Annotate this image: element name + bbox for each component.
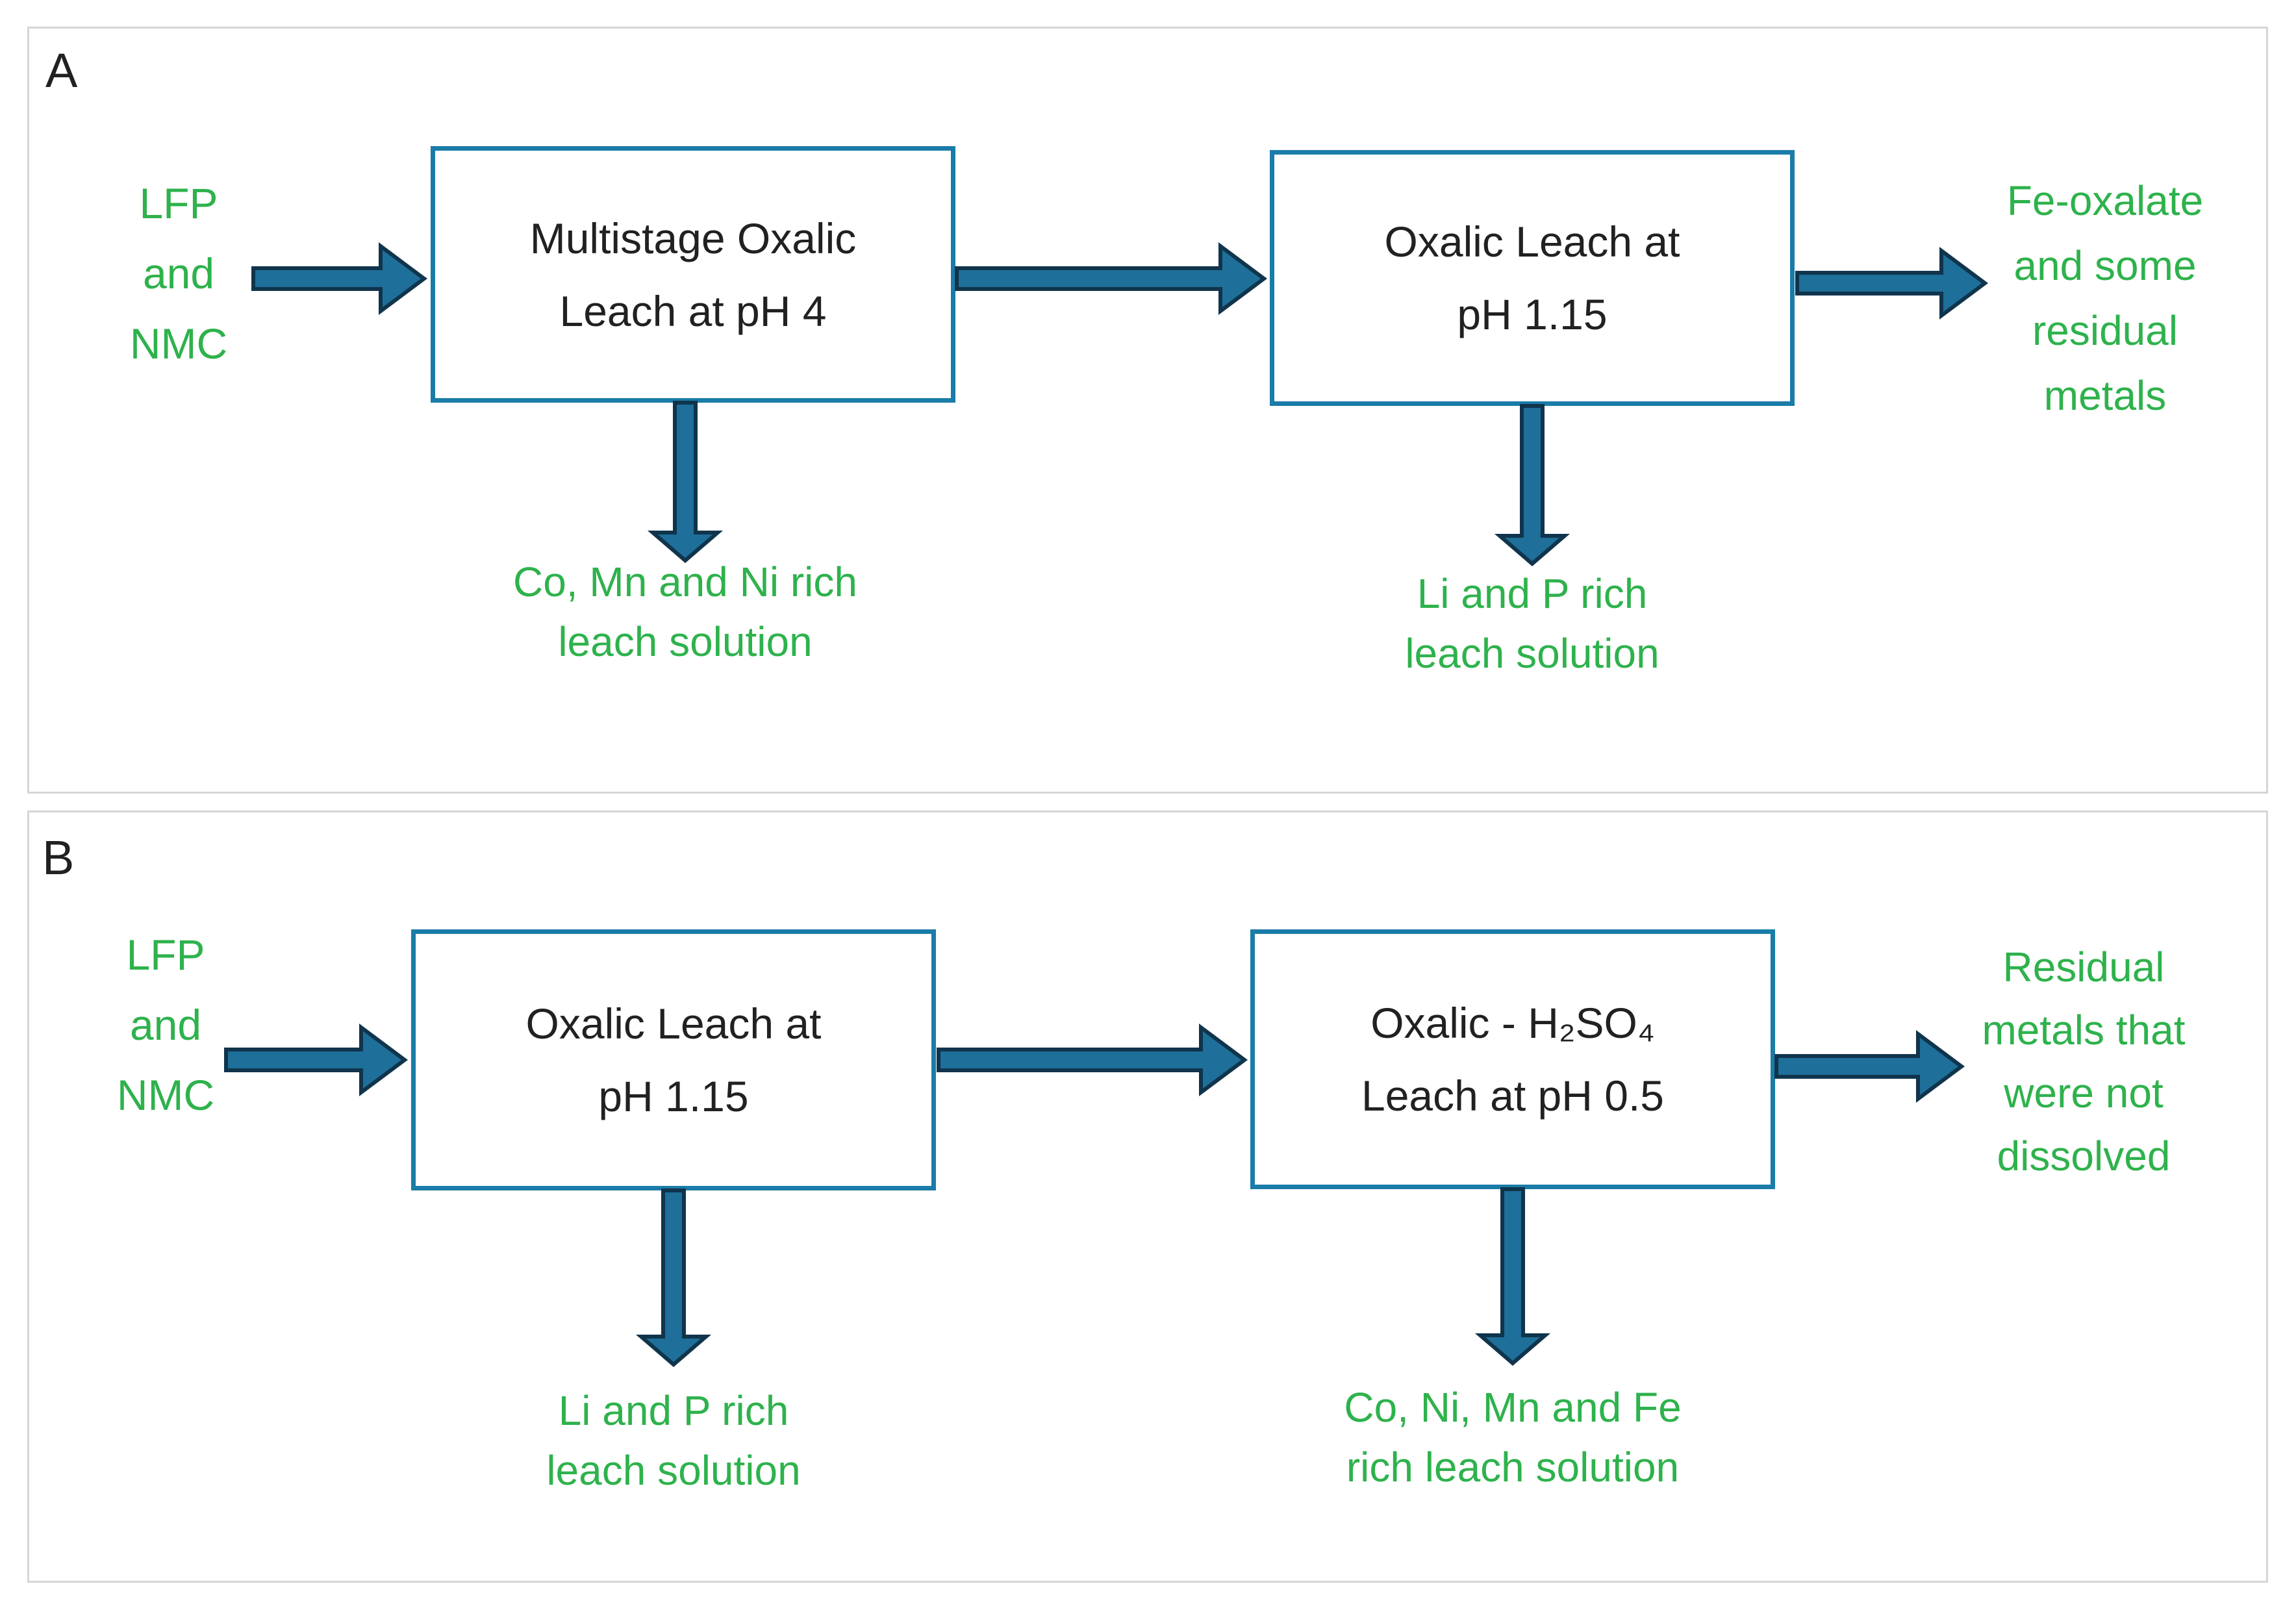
panel-b-feed-label: LFP and NMC bbox=[116, 931, 215, 1119]
panel-b-label: B bbox=[42, 831, 75, 885]
panel-a-box1-product-label: Co, Mn and Ni rich leach solution bbox=[513, 559, 857, 665]
panel-a-process-box-2: Oxalic Leach at pH 1.15 bbox=[1270, 150, 1795, 406]
panel-a-process-box-1: Multistage Oxalic Leach at pH 4 bbox=[431, 146, 955, 403]
panel-b-box1-product-label: Li and P rich leach solution bbox=[546, 1387, 801, 1494]
arrow-right-icon bbox=[955, 242, 1268, 315]
panel-b-box2-product-label: Co, Ni, Mn and Fe rich leach solution bbox=[1344, 1384, 1682, 1491]
panel-a-label: A bbox=[45, 44, 78, 97]
panel-b-process-box-2: Oxalic - H₂SO₄ Leach at pH 0.5 bbox=[1250, 929, 1775, 1189]
panel-b-output-label: Residual metals that were not dissolved bbox=[1982, 944, 2186, 1179]
panel-a-output-label: Fe-oxalate and some residual metals bbox=[2006, 177, 2204, 419]
panel-b: B LFP and NMC Oxalic Leach at pH 1.15 Ox… bbox=[27, 811, 2268, 1583]
panel-a-process-box-1-label: Multistage Oxalic Leach at pH 4 bbox=[529, 214, 857, 335]
arrow-right-icon bbox=[1795, 247, 1989, 320]
panel-b-process-box-2-label: Oxalic - H₂SO₄ Leach at pH 0.5 bbox=[1361, 999, 1664, 1120]
panel-a: A LFP and NMC Multistage Oxalic Leach at… bbox=[27, 27, 2268, 794]
arrow-down-icon bbox=[1494, 404, 1571, 566]
arrow-right-icon bbox=[937, 1024, 1248, 1096]
panel-a-feed-label: LFP and NMC bbox=[129, 179, 228, 368]
panel-a-process-box-2-label: Oxalic Leach at pH 1.15 bbox=[1384, 218, 1680, 338]
panel-a-box2-product-label: Li and P rich leach solution bbox=[1405, 570, 1659, 677]
arrow-down-icon bbox=[635, 1189, 712, 1367]
panel-b-process-box-1-label: Oxalic Leach at pH 1.15 bbox=[525, 1000, 822, 1120]
arrow-right-icon bbox=[251, 242, 428, 315]
arrow-right-icon bbox=[1774, 1030, 1965, 1103]
arrow-down-icon bbox=[1474, 1187, 1551, 1366]
arrow-down-icon bbox=[647, 401, 724, 563]
panel-b-process-box-1: Oxalic Leach at pH 1.15 bbox=[411, 929, 936, 1190]
arrow-right-icon bbox=[224, 1024, 409, 1096]
